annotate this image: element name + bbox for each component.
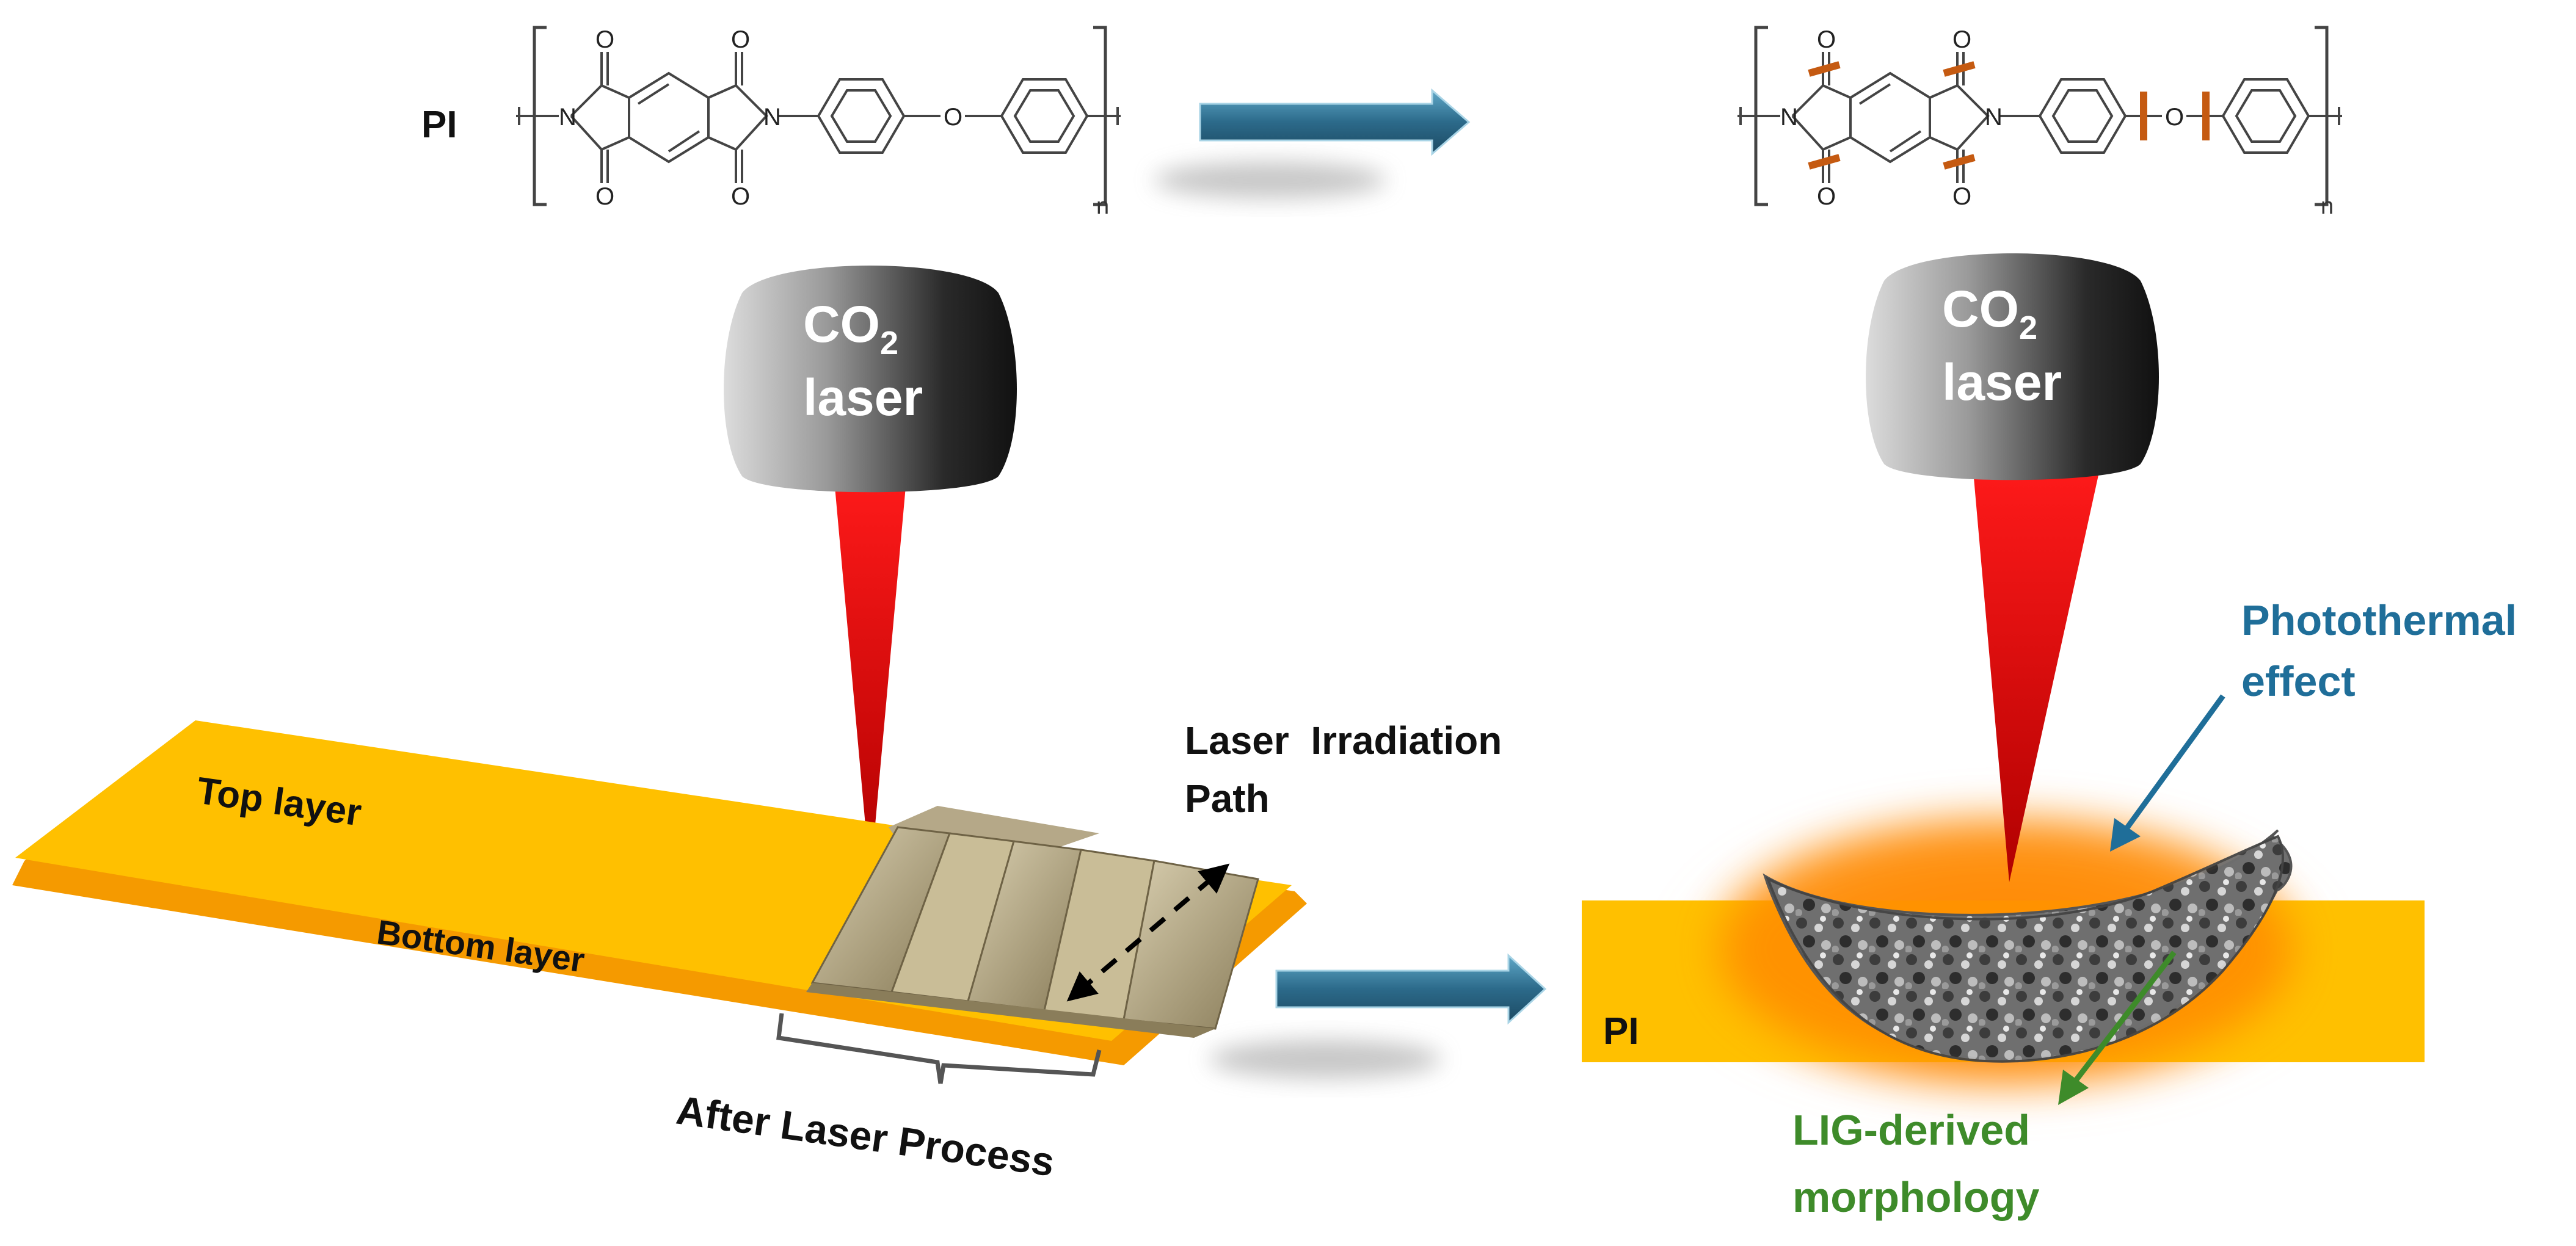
photothermal-pointer [2123,694,2225,832]
atom-n-1: N [559,104,577,131]
arrow-top [1154,88,1471,198]
laser-left-label-laser: laser [803,369,923,426]
laser-beam-left [834,473,907,879]
atom-o-r1: O [1817,26,1836,53]
laser-left-co: CO [803,295,880,353]
atom-o-ether-r: O [2165,104,2184,131]
atom-n-r1: N [1780,104,1798,131]
lig-pointer [2071,951,2177,1085]
atom-o-3: O [731,26,750,53]
pi-bonds-right [1737,52,2342,183]
laser-path-label-1: Laser Irradiation [1185,719,1502,762]
pi-strip: Top layer Bottom layer [12,720,1307,1065]
pi-substrate-label: PI [1603,1010,1639,1052]
pi-formula-label: PI [421,104,457,146]
after-laser-process-label: After Laser Process [674,1087,1057,1185]
pi-atoms-right: N N O O O O O [1780,26,2184,210]
pi-structure-left: PI n [421,26,1121,219]
laser-right-label-laser: laser [1942,353,2062,411]
arrow-bottom [1209,953,1547,1079]
laser-right: CO2 laser [1866,253,2159,882]
pi-atoms: N N O O O O O [559,26,962,210]
photothermal-pointer-head [2110,818,2141,852]
laser-beam-right [1973,464,2101,882]
laser-head-left [724,266,1017,493]
lig-pointer-head [2058,1070,2089,1105]
pi-substrate-panel: PI [1582,791,2425,1096]
laser-path-label-2: Path [1185,777,1270,820]
lig-label-2: morphology [1792,1173,2039,1221]
atom-n-r2: N [1985,104,2003,131]
laser-left-label-co: CO2 [803,295,898,361]
repeat-subscript-n-right: n [2321,194,2334,219]
atom-n-2: N [763,104,781,131]
laser-left-sub: 2 [880,325,898,361]
pi-bonds [516,52,1121,183]
bond-cleavage-marks [1808,61,2210,170]
atom-o-4: O [731,183,750,210]
photothermal-label-2: effect [2241,657,2356,705]
laser-right-co: CO [1942,280,2019,338]
process-bracket [776,1013,1102,1084]
laser-left: CO2 laser [724,266,1017,879]
laser-head-right [1866,253,2159,480]
atom-o-r2: O [1817,183,1836,210]
atom-o-1: O [595,26,614,53]
atom-o-ether: O [944,104,962,131]
lig-label-1: LIG-derived [1792,1106,2030,1154]
atom-o-r3: O [1952,26,1971,53]
atom-o-r4: O [1952,183,1971,210]
photothermal-label-1: Photothermal [2241,596,2517,644]
laser-right-sub: 2 [2019,310,2037,346]
repeat-subscript-n: n [1096,194,1109,219]
atom-o-2: O [595,183,614,210]
laser-right-label-co: CO2 [1942,280,2037,346]
pi-structure-right: n N N [1737,26,2342,219]
